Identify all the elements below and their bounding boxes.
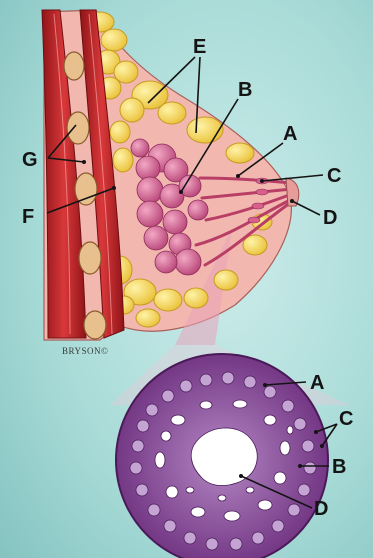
- duct-cross-section: [116, 354, 328, 558]
- illustrator-credit: BRYSON©: [62, 346, 108, 356]
- label-upper-g: G: [22, 149, 38, 171]
- label-lower-d: D: [314, 498, 328, 520]
- label-upper-c: C: [327, 165, 341, 187]
- label-upper-e: E: [193, 36, 206, 58]
- label-upper-a: A: [283, 123, 297, 145]
- label-upper-f: F: [22, 206, 34, 228]
- label-lower-c: C: [339, 408, 353, 430]
- label-upper-b: B: [238, 79, 252, 101]
- label-upper-d: D: [323, 207, 337, 229]
- label-lower-a: A: [310, 372, 324, 394]
- label-lower-b: B: [332, 456, 346, 478]
